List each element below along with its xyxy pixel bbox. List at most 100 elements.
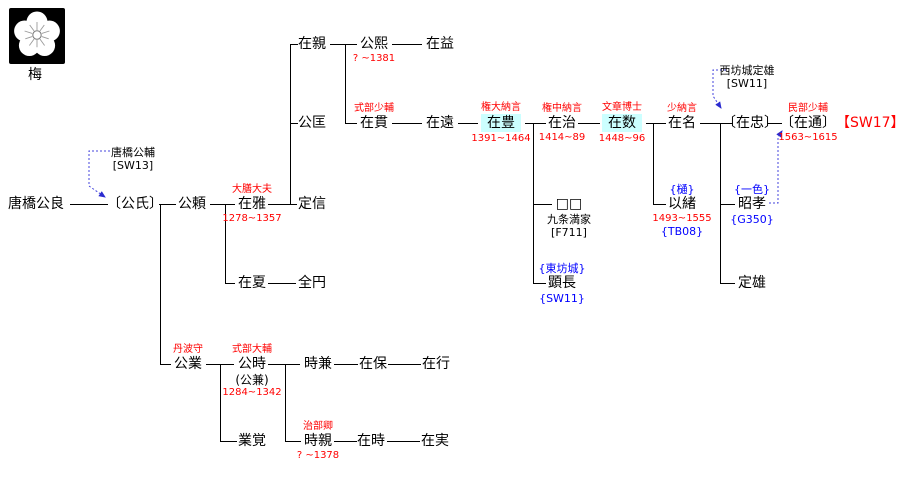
connector-line [160, 364, 171, 365]
person-kiminari: 丹波守 公業 [173, 344, 203, 372]
person-name: 在益 [426, 36, 454, 52]
person-name: 在夏 [238, 275, 266, 291]
person-title: 丹波守 [173, 344, 203, 355]
connector-line [578, 123, 600, 124]
person-title: 民部少輔 [788, 103, 828, 114]
connector-line [345, 123, 357, 124]
person-mochio: {樋} 以緒 1493~1555 {TB08} [652, 183, 711, 238]
person-ref-code: {G350} [730, 213, 774, 226]
crest-caption: 梅 [28, 67, 42, 83]
connector-line [653, 123, 654, 205]
person-title: 式部大輔 [232, 344, 272, 355]
connector-line [268, 283, 296, 284]
person-arito: 在遠 [426, 115, 454, 131]
connector-line [720, 283, 735, 284]
person-kimimasa: 公匡 [298, 115, 326, 131]
person-dates: 1563~1615 [778, 132, 838, 143]
person-kimihiro: 公熙 ? ~1381 [353, 36, 395, 64]
person-name: 全円 [298, 275, 326, 291]
connector-line [387, 441, 420, 442]
person-name: 在貫 [360, 115, 388, 131]
connector-line [458, 123, 478, 124]
person-name: 時親 [304, 433, 332, 449]
connector-line [646, 123, 666, 124]
spouse-name: 九条満家 [547, 213, 591, 226]
connector-line [525, 123, 546, 124]
connector-line [290, 44, 298, 45]
connector-line [268, 364, 300, 365]
connector-line [210, 204, 235, 205]
person-name: 業覚 [238, 433, 266, 449]
person-sadanobu: 定信 [298, 196, 326, 212]
connector-line [720, 204, 735, 205]
connector-line [334, 364, 358, 365]
connector-line [330, 44, 357, 45]
plum-blossom-crest-icon [9, 8, 65, 64]
connector-line [533, 123, 534, 284]
person-dates: 1448~96 [598, 133, 646, 144]
person-name: 顕長 [548, 275, 576, 291]
person-name: 在治 [548, 115, 576, 131]
connector-line [700, 123, 733, 124]
person-name: 公時 [238, 356, 266, 372]
connector-line [767, 123, 782, 124]
person-arina: 少納言 在名 [667, 103, 697, 131]
person-name: 在遠 [426, 115, 454, 131]
person-arinatsu: 在夏 [238, 275, 266, 291]
person-gyokaku: 業覚 [238, 433, 266, 449]
person-ariharu: 権中納言 在治 1414~89 [539, 103, 586, 143]
person-name: 公業 [174, 356, 202, 372]
connector-line [720, 123, 721, 284]
person-title: 権大納言 [481, 102, 521, 113]
person-tokichika: 治部卿 時親 ? ~1378 [297, 421, 339, 461]
person-name: 定信 [298, 196, 326, 212]
person-sadao: 定雄 [738, 275, 766, 291]
person-aritada: 〔在忠〕 [722, 115, 778, 131]
person-title: 文章博士 [602, 102, 642, 113]
connector-line [220, 364, 221, 442]
person-name: 昭孝 [738, 196, 766, 212]
connector-line [388, 364, 421, 365]
connector-line [334, 441, 357, 442]
person-daughter: □□ 九条満家 [F711] [547, 196, 591, 239]
connector-line [70, 204, 108, 205]
person-arimasa: 大膳大夫 在雅 1278~1357 [222, 184, 281, 224]
connector-line [653, 204, 666, 205]
person-arichika: 在親 [298, 36, 326, 52]
person-ref-code: {TB08} [660, 225, 704, 238]
connector-line [533, 204, 552, 205]
person-name: 公熙 [360, 36, 388, 52]
person-arimasu: 在益 [426, 36, 454, 52]
person-dates: 1391~1464 [471, 133, 531, 144]
person-title: 少納言 [667, 103, 697, 114]
person-name: 公頼 [178, 196, 206, 212]
person-name: 唐橋公良 [8, 196, 64, 212]
person-name: 〔在忠〕 [722, 115, 778, 131]
person-title: 治部卿 [303, 421, 333, 432]
person-name: 〔在通〕 [780, 115, 836, 131]
person-kimiyoshi: 唐橋公良 [8, 196, 64, 212]
person-akinaga: {東坊城} 顕長 {SW11} [539, 262, 586, 305]
connector-line [159, 204, 176, 205]
person-title: 権中納言 [542, 103, 582, 114]
person-name: 在保 [359, 356, 387, 372]
person-kimitoki: 式部大輔 公時 (公兼) 1284~1342 [222, 344, 281, 398]
person-name: 在行 [422, 356, 450, 372]
spouse-ref-code: [F711] [551, 226, 587, 239]
connector-line [268, 204, 297, 205]
person-name: 〔公氏〕 [107, 196, 163, 212]
person-name: 在実 [421, 433, 449, 449]
person-name: 定雄 [738, 275, 766, 291]
person-family-tag: {東坊城} [538, 262, 586, 275]
person-zenen: 全円 [298, 275, 326, 291]
person-title: 大膳大夫 [232, 184, 272, 195]
person-arizane: 在実 [421, 433, 449, 449]
connector-line [290, 123, 298, 124]
person-arimichi: 民部少輔 〔在通〕 【SW17】 1563~1615 [778, 103, 899, 143]
connector-line [285, 441, 301, 442]
connector-line [225, 204, 226, 284]
person-dates: 1278~1357 [222, 213, 282, 224]
connector-line [345, 44, 346, 124]
person-name: 公匡 [298, 115, 326, 131]
